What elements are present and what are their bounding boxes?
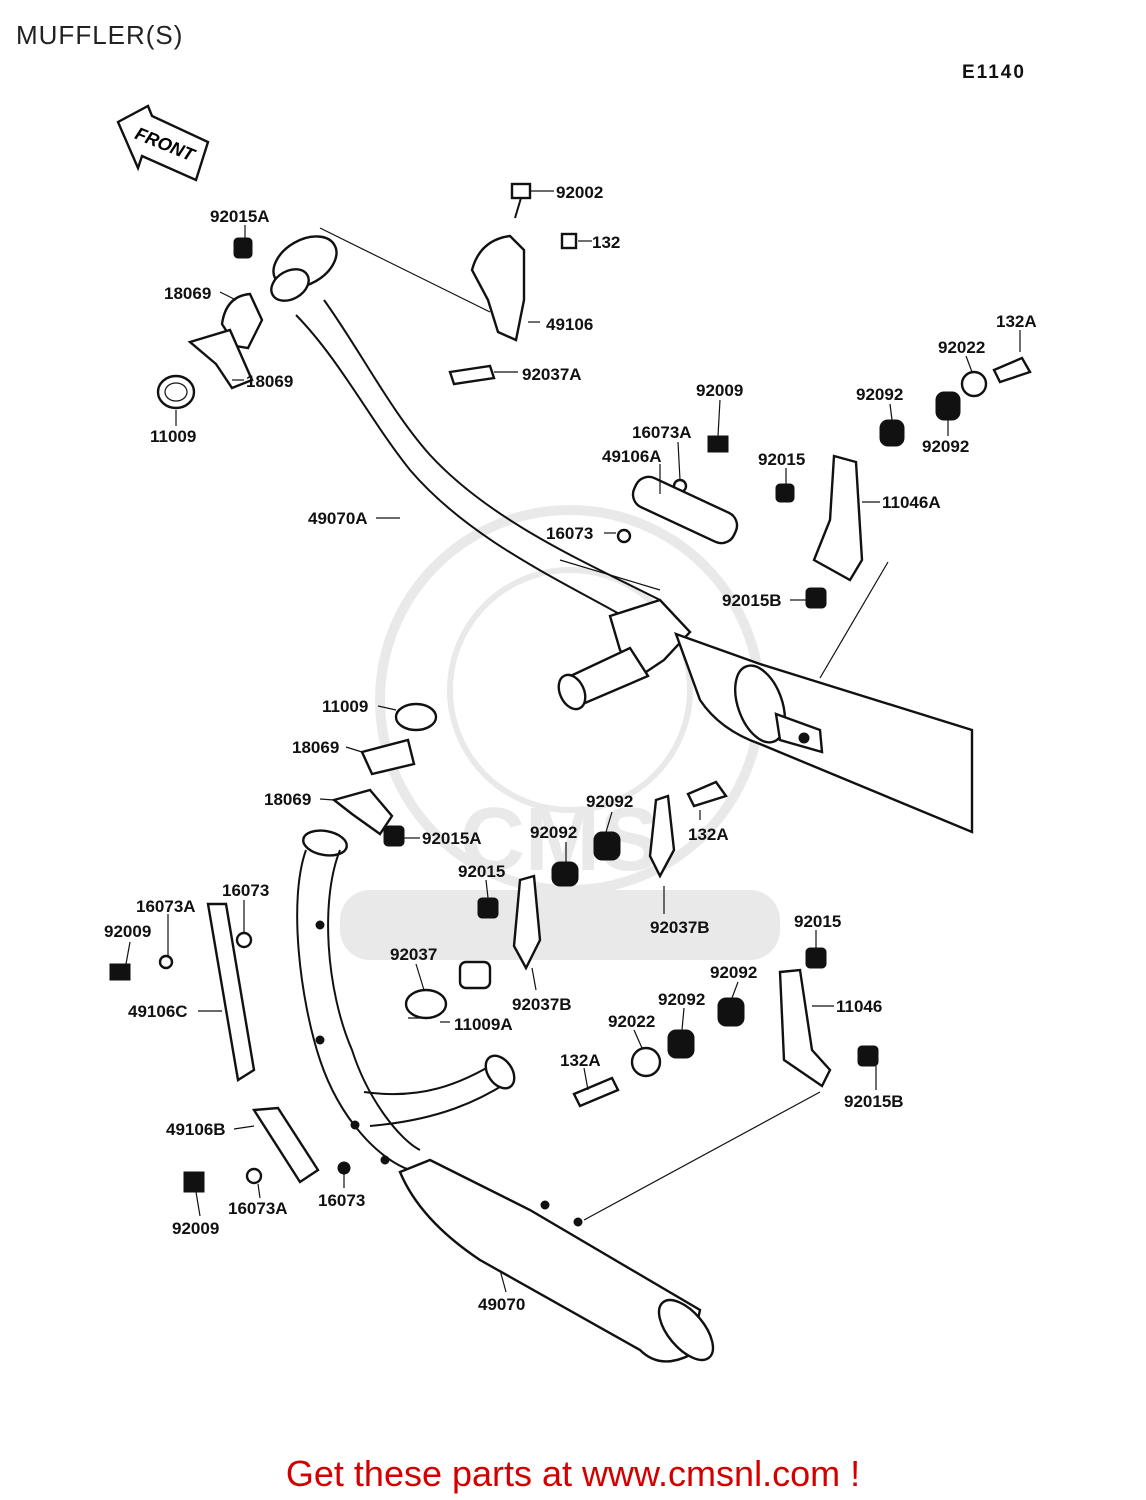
part-label: 92092 bbox=[530, 823, 577, 842]
part-label: 18069 bbox=[292, 738, 339, 757]
part-shapes bbox=[109, 182, 1032, 1193]
part-label: 92037 bbox=[390, 945, 437, 964]
part-label: 49106 bbox=[546, 315, 593, 334]
part-label: 49070 bbox=[478, 1295, 525, 1314]
part-label: 18069 bbox=[264, 790, 311, 809]
part-label: 16073A bbox=[136, 897, 196, 916]
part-label: 132A bbox=[560, 1051, 601, 1070]
part-label: 92002 bbox=[556, 183, 603, 202]
part-label: 49106B bbox=[166, 1120, 226, 1139]
part-label: 92092 bbox=[922, 437, 969, 456]
part-label: 16073A bbox=[632, 423, 692, 442]
part-label: 92015A bbox=[422, 829, 482, 848]
leader-lines bbox=[125, 190, 1021, 1293]
part-label: 11009A bbox=[454, 1015, 513, 1034]
diagram-code: E1140 bbox=[962, 62, 1026, 83]
part-label: 132 bbox=[592, 233, 620, 252]
part-label: 11046A bbox=[882, 493, 941, 512]
part-label: 11009 bbox=[322, 697, 368, 716]
part-label: 92092 bbox=[658, 990, 705, 1009]
part-label: 92015B bbox=[844, 1092, 904, 1111]
part-labels: 92002 132 49106 92037A 92015A 18069 1806… bbox=[104, 183, 1037, 1314]
part-label: 132A bbox=[996, 312, 1037, 331]
part-label: 92037A bbox=[522, 365, 582, 384]
cta-link-text[interactable]: Get these parts at www.cmsnl.com ! bbox=[285, 1453, 861, 1494]
part-label: 92022 bbox=[608, 1012, 655, 1031]
part-label: 18069 bbox=[246, 372, 293, 391]
part-label: 11046 bbox=[836, 997, 882, 1016]
part-label: 132A bbox=[688, 825, 729, 844]
part-label: 92015 bbox=[794, 912, 841, 931]
part-label: 18069 bbox=[164, 284, 211, 303]
upper-muffler-49070A bbox=[270, 235, 974, 834]
part-label: 92015B bbox=[722, 591, 782, 610]
watermark-logo: CMS bbox=[340, 505, 780, 960]
part-label: 92037B bbox=[650, 918, 710, 937]
lower-muffler-49070 bbox=[296, 829, 715, 1363]
part-label: 92092 bbox=[710, 963, 757, 982]
part-label: 92037B bbox=[512, 995, 572, 1014]
part-label: 92015A bbox=[210, 207, 270, 226]
part-label: 92009 bbox=[104, 922, 151, 941]
part-label: 11009 bbox=[150, 427, 196, 446]
front-direction-arrow: FRONT bbox=[116, 104, 210, 182]
part-label: 16073 bbox=[318, 1191, 365, 1210]
part-label: 49106C bbox=[128, 1002, 188, 1021]
part-label: 92009 bbox=[172, 1219, 219, 1238]
part-label: 49070A bbox=[308, 509, 368, 528]
part-label: 49106A bbox=[602, 447, 662, 466]
part-label: 16073 bbox=[222, 881, 269, 900]
part-label: 92015 bbox=[458, 862, 505, 881]
part-label: 92009 bbox=[696, 381, 743, 400]
part-label: 92092 bbox=[856, 385, 903, 404]
page-title: MUFFLER(S) bbox=[16, 20, 184, 50]
part-label: 92022 bbox=[938, 338, 985, 357]
part-label: 92092 bbox=[586, 792, 633, 811]
part-label: 92015 bbox=[758, 450, 805, 469]
part-label: 16073 bbox=[546, 524, 593, 543]
part-label: 16073A bbox=[228, 1199, 288, 1218]
